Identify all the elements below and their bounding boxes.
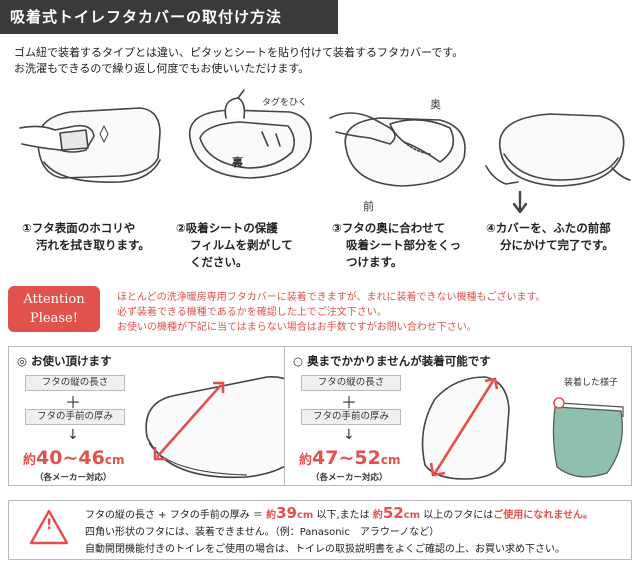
arrow-down-icon: ↓ bbox=[67, 427, 79, 443]
step-4-number: ④ bbox=[486, 221, 496, 235]
fitted-label: 装着した様子 bbox=[561, 375, 622, 388]
step3-illustration bbox=[329, 112, 466, 187]
attention-badge: Attention Please! bbox=[8, 286, 100, 332]
size-range: 約40~46cm bbox=[23, 447, 125, 469]
warning-box: ! フタの縦の長さ + フタの手前の厚み ＝ 約39cm 以下,または 約52c… bbox=[8, 500, 632, 560]
plus-sign: ＋ bbox=[341, 393, 358, 412]
intro-text: ゴム紐で装着するタイプとは違い、ピタッとシートを貼り付けて装着するフタカバーです… bbox=[14, 45, 463, 77]
step-3-text: ③フタの奥に合わせて 吸着シート部分をくっ つけます。 bbox=[332, 221, 461, 269]
step1-illustration bbox=[19, 107, 161, 183]
maker-note: （各メーカー対応） bbox=[35, 473, 112, 483]
plus-sign: ＋ bbox=[65, 393, 82, 412]
step-2-number: ② bbox=[176, 221, 186, 235]
warning-mark: ! bbox=[46, 517, 53, 533]
intro-line-2: お洗濯もできるので繰り返し何度でもお使いいただけます。 bbox=[14, 62, 310, 75]
page-title: 吸着式トイレフタカバーの取付け方法 bbox=[0, 0, 338, 34]
back-label: 奥 bbox=[430, 98, 441, 111]
step-4-text: ④カバーを、ふたの前部 分にかけて完了です。 bbox=[486, 221, 614, 252]
step2-illustration bbox=[188, 89, 312, 179]
length-label: フタの縦の長さ bbox=[25, 375, 125, 391]
thickness-label: フタの手前の厚み bbox=[301, 409, 401, 425]
maker-note: （各メーカー対応） bbox=[311, 473, 388, 483]
circle-icon: ○ bbox=[293, 354, 304, 368]
double-circle-icon: ◎ bbox=[17, 354, 28, 368]
back-side-label: 裏 bbox=[232, 156, 243, 169]
panel-usable: ◎ お使い頂けます フタの縦の長さ ＋ フタの手前の厚み ↓ 約40~46cm … bbox=[8, 346, 314, 486]
panel-usable-heading: ◎ お使い頂けます bbox=[17, 354, 112, 368]
warning-line-1: フタの縦の長さ + フタの手前の厚み ＝ 約39cm 以下,または 約52cm … bbox=[85, 504, 593, 522]
arrow-down-icon: ↓ bbox=[343, 427, 355, 443]
tag-label: タグをひく bbox=[262, 98, 308, 108]
size-range: 約47~52cm bbox=[299, 447, 401, 469]
steps-illustration bbox=[19, 89, 631, 214]
warning-icon bbox=[29, 509, 69, 545]
front-label: 前 bbox=[363, 200, 374, 213]
attention-text: ほとんどの洗浄暖房専用フタカバーに装着できますが、まれに装着できない機種もござい… bbox=[117, 292, 546, 333]
warning-text: フタの縦の長さ + フタの手前の厚み ＝ 約39cm 以下,または 約52cm … bbox=[85, 505, 593, 558]
panel-partial: ○ 奥までかかりませんが装着可能です フタの縦の長さ ＋ フタの手前の厚み ↓ … bbox=[284, 346, 632, 486]
length-label: フタの縦の長さ bbox=[301, 375, 401, 391]
step-1-text: ①フタ表面のホコリや 汚れを拭き取ります。 bbox=[22, 221, 150, 252]
lid-diagram bbox=[421, 376, 510, 480]
step-2-text: ②吸着シートの保護 フィルムを剥がして ください。 bbox=[176, 221, 293, 269]
step4-illustration bbox=[485, 113, 631, 214]
warning-line-2: 四角い形状のフタには、装着できません。（例：Panasonic アラウーノなど） bbox=[85, 527, 440, 538]
step-3-number: ③ bbox=[332, 221, 342, 235]
intro-line-1: ゴム紐で装着するタイプとは違い、ピタッとシートを貼り付けて装着するフタカバーです… bbox=[14, 46, 464, 59]
warning-line-3: 自動開閉機能付きのトイレをご使用の場合は、トイレの取扱説明書をよくご確認の上、お… bbox=[85, 544, 565, 555]
step-1-number: ① bbox=[22, 221, 32, 235]
thickness-label: フタの手前の厚み bbox=[25, 409, 125, 425]
fitted-cover-image bbox=[552, 397, 624, 478]
panel-partial-heading: ○ 奥までかかりませんが装着可能です bbox=[293, 354, 491, 368]
